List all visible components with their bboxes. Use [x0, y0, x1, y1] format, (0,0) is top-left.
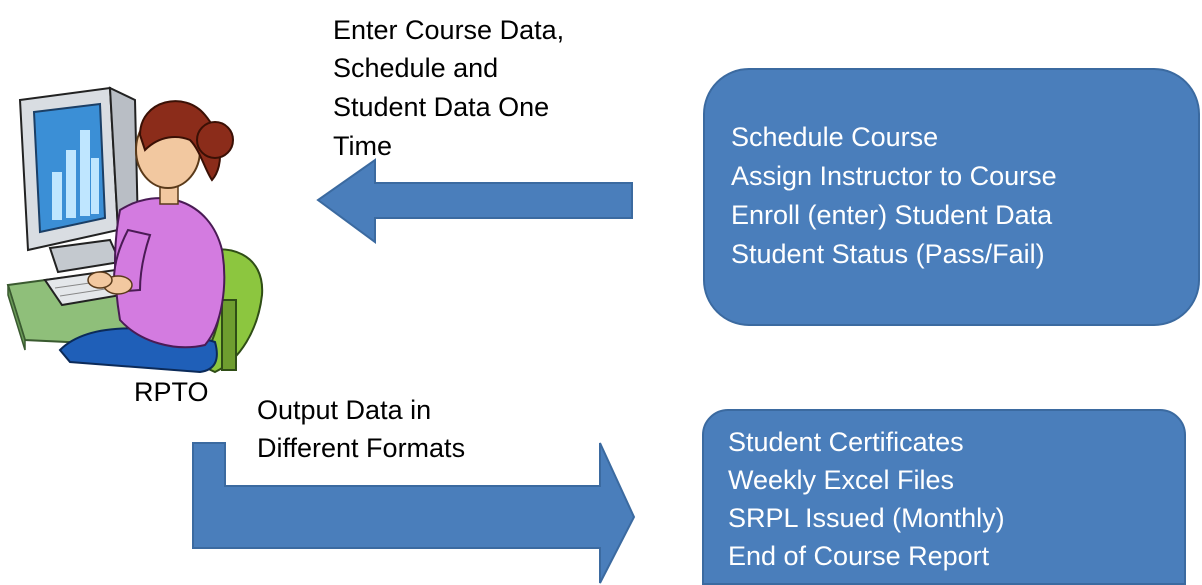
box-line: SRPL Issued (Monthly) — [728, 503, 1005, 533]
box-line: Student Status (Pass/Fail) — [731, 239, 1045, 269]
box-line: Student Certificates — [728, 427, 964, 457]
output-caption-line: Output Data in — [257, 395, 432, 425]
input-caption-line: Time — [333, 131, 392, 161]
input-caption-line: Enter Course Data, — [333, 15, 565, 45]
box-line: Assign Instructor to Course — [731, 161, 1057, 191]
output-caption-line: Different Formats — [257, 433, 466, 463]
output-formats-box: Student Certificates Weekly Excel Files … — [702, 409, 1186, 585]
data-entry-tasks-box: Schedule Course Assign Instructor to Cou… — [703, 68, 1200, 326]
input-caption-line: Student Data One — [333, 92, 550, 122]
box-line: Weekly Excel Files — [728, 465, 955, 495]
person-at-computer-icon — [6, 86, 264, 374]
box-line: Enroll (enter) Student Data — [731, 200, 1053, 230]
box-line: End of Course Report — [728, 541, 990, 571]
actor-label: RPTO — [134, 377, 209, 407]
input-caption-line: Schedule and — [333, 53, 499, 83]
box-line: Schedule Course — [731, 122, 939, 152]
